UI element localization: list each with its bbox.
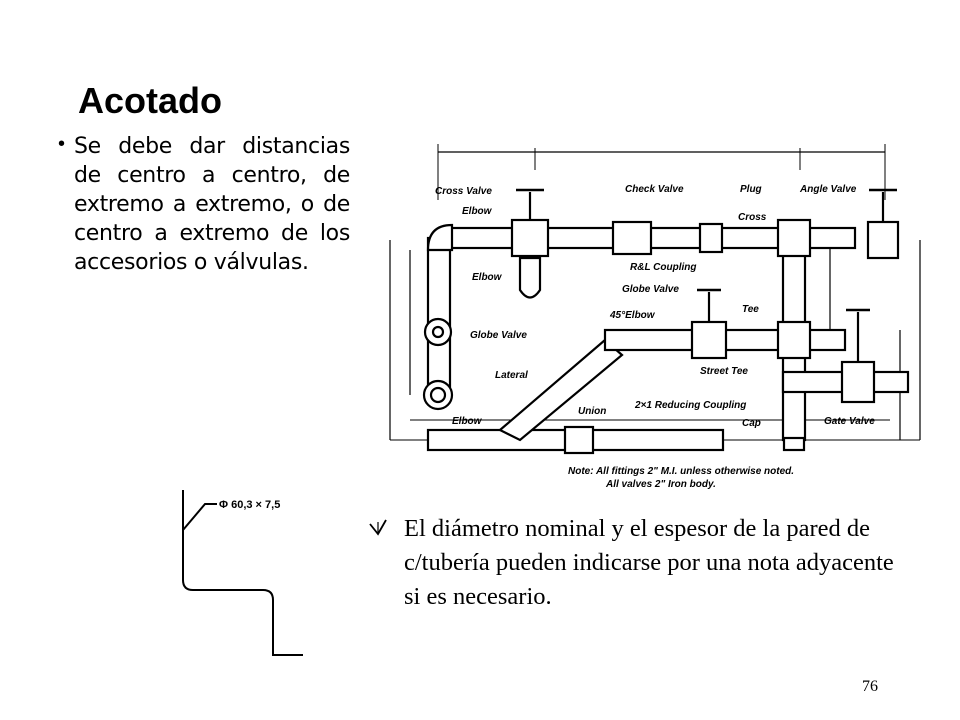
label-lateral: Lateral <box>495 370 528 381</box>
page-number: 76 <box>862 678 878 695</box>
label-street-tee: Street Tee <box>700 366 748 377</box>
check-arrow-icon <box>369 519 387 536</box>
note-paragraph: El diámetro nominal y el espesor de la p… <box>368 512 916 614</box>
label-check-valve: Check Valve <box>625 184 684 195</box>
label-gate-valve: Gate Valve <box>824 416 875 427</box>
label-union: Union <box>578 406 606 417</box>
label-reducing-coupling: 2×1 Reducing Coupling <box>634 400 746 411</box>
pipe-dimension-sketch: Φ 60,3 × 7,5 <box>182 490 303 656</box>
label-elbow-bottom: Elbow <box>452 416 483 427</box>
slide-title: Acotado <box>78 80 222 121</box>
label-plug: Plug <box>740 184 762 195</box>
label-tee: Tee <box>742 304 759 315</box>
label-elbow-mid: Elbow <box>472 272 503 283</box>
bullet-paragraph: • Se debe dar distancias de centro a cen… <box>58 132 350 277</box>
pipe-diameter-note: Φ 60,3 × 7,5 <box>219 499 280 511</box>
label-elbow-top: Elbow <box>462 206 493 217</box>
label-cap: Cap <box>742 418 761 429</box>
bullet-text: Se debe dar distancias de centro a centr… <box>74 134 350 275</box>
label-note-line2: All valves 2" Iron body. <box>605 479 716 490</box>
label-angle-valve: Angle Valve <box>799 184 857 195</box>
label-45-elbow: 45°Elbow <box>609 310 656 321</box>
label-cross: Cross <box>738 212 767 223</box>
label-rl-coupling: R&L Coupling <box>630 262 696 273</box>
label-globe-valve-upper: Globe Valve <box>622 284 679 295</box>
piping-assembly-drawing: Cross Valve Check Valve Plug Angle Valve… <box>389 144 921 490</box>
label-globe-valve-left: Globe Valve <box>470 330 527 341</box>
bullet-dot-icon: • <box>58 133 66 155</box>
label-cross-valve: Cross Valve <box>435 186 492 197</box>
label-note-line1: Note: All fittings 2" M.I. unless otherw… <box>568 466 794 477</box>
note-text: El diámetro nominal y el espesor de la p… <box>404 515 894 610</box>
